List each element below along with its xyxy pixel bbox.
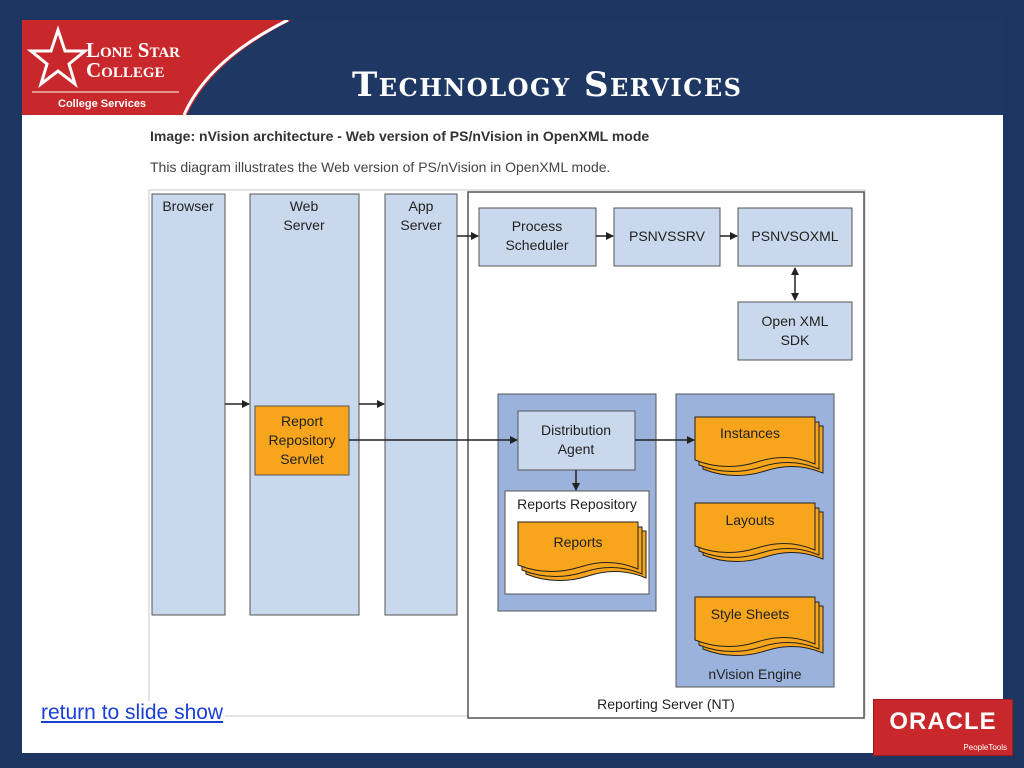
app-server-label-1: App bbox=[409, 198, 434, 214]
layouts-document-stack bbox=[694, 502, 824, 563]
logo-subtitle: College Services bbox=[58, 98, 147, 110]
instances-label: Instances bbox=[720, 425, 780, 441]
header-banner: Lone Star College College Services Techn… bbox=[22, 20, 1003, 115]
reports-repository-label: Reports Repository bbox=[517, 496, 637, 512]
oracle-logo: ORACLE PeopleTools bbox=[873, 699, 1013, 756]
nvision-architecture-diagram: Browser Web Server App Server Reporting … bbox=[148, 189, 866, 719]
web-server-label-2: Server bbox=[283, 217, 325, 233]
app-server-label-2: Server bbox=[400, 217, 442, 233]
openxml-sdk-label-1: Open XML bbox=[762, 313, 829, 329]
college-logo bbox=[22, 20, 292, 115]
process-scheduler-label-1: Process bbox=[512, 218, 563, 234]
openxml-sdk-label-2: SDK bbox=[781, 332, 810, 348]
style-sheets-label: Style Sheets bbox=[711, 606, 790, 622]
web-server-label-1: Web bbox=[290, 198, 319, 214]
app-server-column bbox=[384, 193, 458, 616]
process-scheduler-box bbox=[478, 207, 597, 267]
browser-column bbox=[151, 193, 226, 616]
star-icon bbox=[26, 25, 90, 89]
servlet-label-1: Report bbox=[281, 413, 323, 429]
openxml-sdk-box bbox=[737, 301, 853, 361]
servlet-label-3: Servlet bbox=[280, 451, 324, 467]
psnvsoxml-label: PSNVSOXML bbox=[751, 228, 838, 244]
browser-label: Browser bbox=[162, 198, 214, 214]
page-title: Technology Services bbox=[352, 65, 743, 105]
distribution-agent-label-2: Agent bbox=[558, 441, 595, 457]
process-scheduler-label-2: Scheduler bbox=[505, 237, 568, 253]
figure-heading: Image: nVision architecture - Web versio… bbox=[150, 128, 650, 144]
return-to-slide-show-link[interactable]: return to slide show bbox=[39, 701, 226, 725]
figure-description: This diagram illustrates the Web version… bbox=[150, 159, 611, 175]
oracle-subtitle: PeopleTools bbox=[963, 743, 1007, 752]
web-server-column bbox=[249, 193, 360, 616]
logo-line-2: College bbox=[86, 58, 165, 82]
psnvssrv-box bbox=[613, 207, 721, 267]
layouts-label: Layouts bbox=[725, 512, 774, 528]
reporting-server-label: Reporting Server (NT) bbox=[597, 696, 735, 712]
servlet-label-2: Repository bbox=[269, 432, 336, 448]
psnvsoxml-box bbox=[737, 207, 853, 267]
nvision-engine-label: nVision Engine bbox=[708, 666, 801, 682]
report-repository-servlet-box bbox=[254, 405, 350, 476]
logo-line-1: Lone Star bbox=[86, 38, 180, 62]
oracle-wordmark: ORACLE bbox=[889, 708, 997, 735]
distribution-agent-box bbox=[517, 410, 636, 471]
style-sheets-document-stack bbox=[694, 596, 824, 657]
distribution-agent-label-1: Distribution bbox=[541, 422, 611, 438]
psnvssrv-label: PSNVSSRV bbox=[629, 228, 706, 244]
instances-document-stack bbox=[694, 416, 824, 477]
reports-document-stack bbox=[517, 521, 647, 582]
reports-label: Reports bbox=[553, 534, 602, 550]
